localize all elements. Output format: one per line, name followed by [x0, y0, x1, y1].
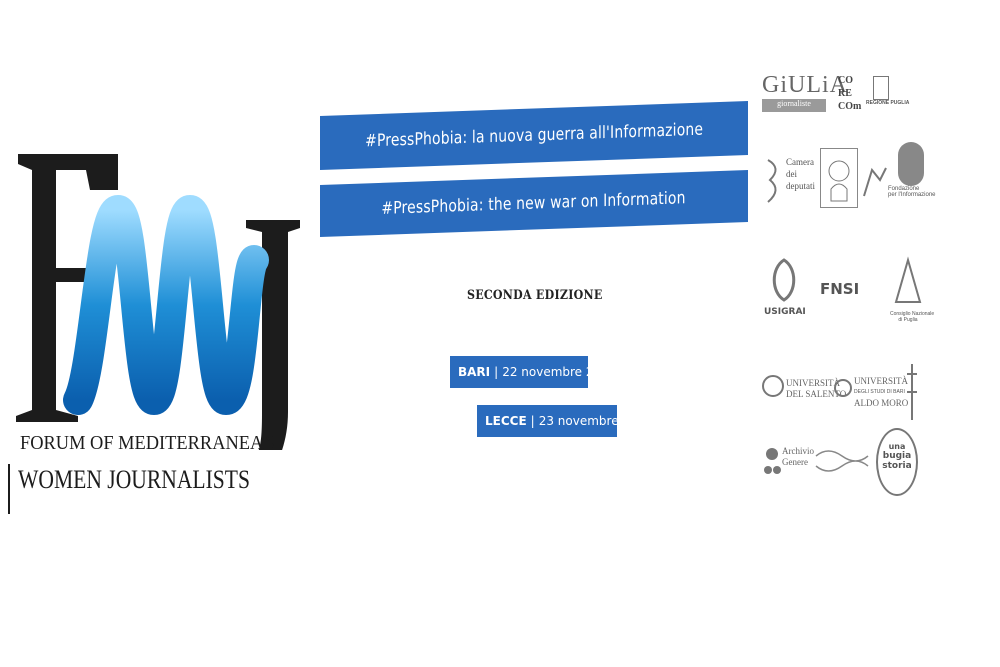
banner-italian-text: #PressPhobia: la nuova guerra all'Inform…: [364, 119, 704, 152]
fondazione-logo: Fondazione per l'Informazione: [888, 142, 936, 198]
consiglio-logo: Consiglio Nazionale di Puglia: [890, 256, 934, 323]
fnsi-logo: FNSI: [820, 280, 860, 298]
giulia-subtitle: giornaliste: [762, 99, 826, 112]
wave-emblem-icon: [815, 450, 869, 472]
wave-logo: [814, 444, 870, 483]
articolo21-logo: [858, 160, 888, 205]
camera-deputati-logo: Camera dei deputati: [764, 156, 815, 211]
una-bugina-storia-logo: una bugia storia: [876, 428, 918, 496]
usigrai-logo: USIGRAI: [764, 258, 806, 317]
unibari-logo: UNIVERSITÀ DEGLI STUDI DI BARI ALDO MORO: [834, 374, 908, 409]
date-text: 22 novembre 2017: [502, 365, 617, 379]
unisalento-logo: UNIVERSITÀ DEL SALENTO: [762, 370, 846, 407]
logo-line-2: WOMEN JOURNALISTS: [18, 465, 250, 494]
accademia-logo: [820, 148, 858, 208]
date-badge-lecce: LECCE | 23 novembre 2017: [477, 405, 653, 437]
corecom-logo: CO RE COm: [838, 75, 862, 112]
separator: |: [494, 365, 499, 379]
logo-divider: [8, 464, 10, 514]
archivio-genere-logo: Archivio Genere: [762, 440, 814, 485]
runner-emblem-icon: [863, 167, 887, 197]
logo-line-1: FORUM OF MEDITERRANEAN: [20, 432, 277, 454]
giulia-logo: GiULiA giornaliste: [762, 72, 848, 112]
vertical-emblem-icon: [907, 364, 917, 420]
date-badge-bari: BARI | 22 novembre 2017: [450, 356, 616, 388]
banner-english-text: #PressPhobia: the new war on Information: [381, 188, 687, 219]
vertical-emblem-logo: [904, 362, 920, 427]
banner-english: #PressPhobia: the new war on Information: [320, 170, 748, 237]
crest-icon: [873, 76, 889, 100]
seal-icon: [834, 379, 852, 397]
edition-label: SECONDA EDIZIONE: [467, 288, 603, 303]
figure-emblem-icon: [828, 160, 850, 202]
seal-icon: [762, 375, 784, 397]
triangle-emblem-icon: [894, 256, 922, 303]
regione-puglia-logo: REGIONE PUGLIA: [866, 76, 909, 106]
banner-italian: #PressPhobia: la nuova guerra all'Inform…: [320, 101, 748, 170]
usigrai-emblem-icon: [772, 258, 796, 302]
fmwj-monogram: [16, 154, 300, 490]
separator: |: [530, 414, 535, 428]
date-city: BARI: [458, 365, 491, 379]
fmwj-logo: [8, 150, 308, 520]
date-city: LECCE: [485, 414, 527, 428]
camera-emblem-icon: [767, 159, 777, 203]
date-text: 23 novembre 2017: [538, 414, 653, 428]
fondazione-emblem-icon: [898, 142, 924, 186]
archivio-emblem-icon: [764, 448, 781, 474]
